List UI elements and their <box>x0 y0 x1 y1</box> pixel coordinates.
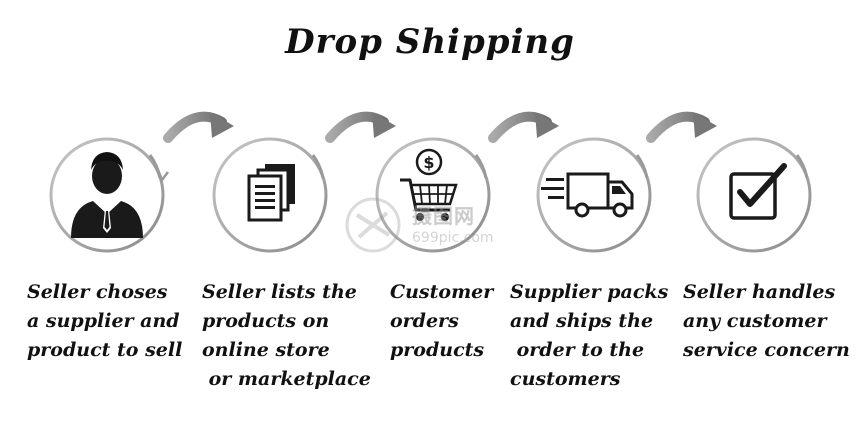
arrow-4-to-5 <box>646 111 717 143</box>
watermark-url: 699pic.com <box>412 230 494 246</box>
arrow-1-to-2 <box>163 111 234 143</box>
watermark-logo <box>345 197 401 253</box>
checkbox-checked-icon <box>729 163 787 220</box>
svg-text:$: $ <box>423 153 434 172</box>
diagram-title: Drop Shipping <box>285 22 575 62</box>
step-4-circle <box>536 137 652 253</box>
shopping-cart-dollar-icon: $ <box>400 148 458 221</box>
arrow-2-to-3 <box>325 111 396 143</box>
step-3-label: Customer orders products <box>390 281 494 361</box>
step-2-label: Seller lists the products on online stor… <box>202 281 371 390</box>
watermark-text: 摄图网 <box>412 204 475 228</box>
step-4-label: Supplier packs and ships the order to th… <box>510 281 669 390</box>
step-3-circle <box>375 137 491 253</box>
step-5-label: Seller handles any customer service conc… <box>683 281 850 361</box>
businessman-icon <box>71 152 143 238</box>
documents-icon <box>247 164 295 222</box>
delivery-truck-icon <box>541 172 634 218</box>
arrow-3-to-4 <box>488 111 559 143</box>
step-1-label: Seller choses a supplier and product to … <box>27 281 183 361</box>
